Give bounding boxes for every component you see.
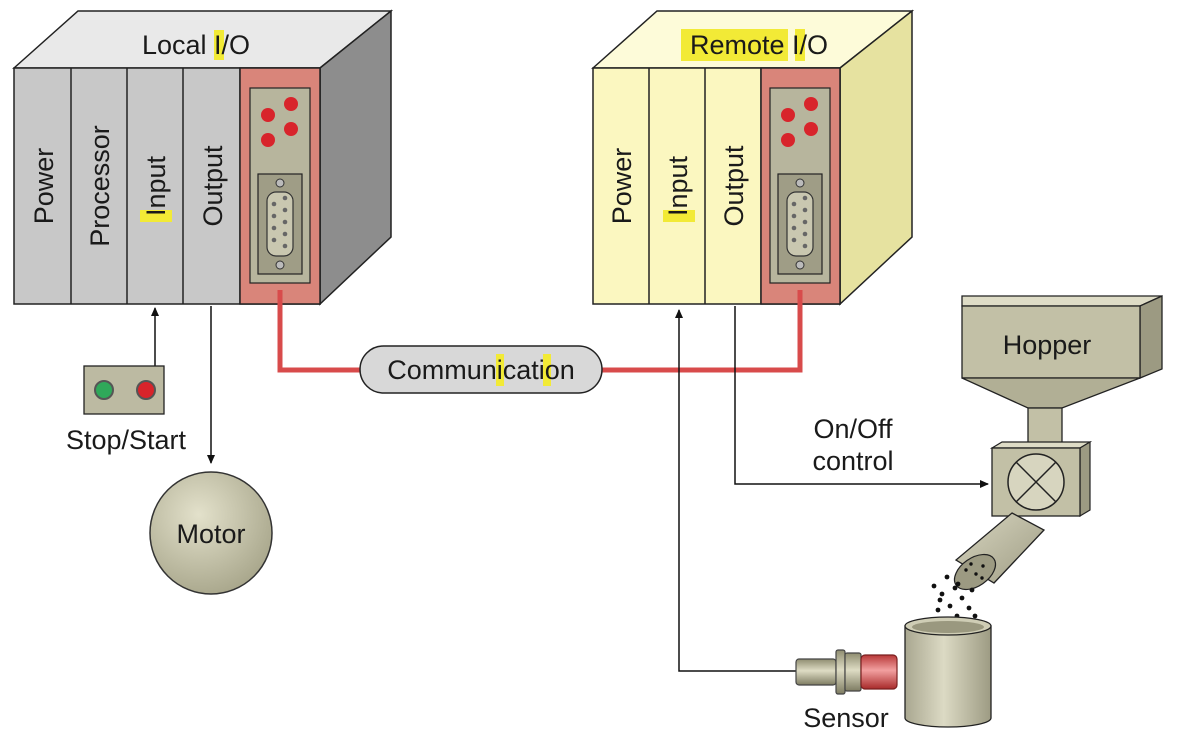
- stop-start-station: [83, 365, 165, 415]
- sensor-label: Sensor: [803, 703, 889, 733]
- remote-module-power: Power: [607, 148, 637, 225]
- remote-led-2: [804, 97, 818, 111]
- remote-module-output: Output: [719, 145, 749, 227]
- remote-led-3: [781, 133, 795, 147]
- proximity-sensor-icon: [795, 649, 898, 695]
- remote-io-rack: Remote I/O Power Input Output: [591, 9, 915, 306]
- remote-db9-connector-icon: [777, 173, 823, 275]
- remote-module-input: Input: [663, 155, 693, 216]
- local-input-highlight: [140, 210, 172, 222]
- stop-start-label: Stop/Start: [66, 425, 187, 455]
- local-db9-connector-icon: [257, 173, 303, 275]
- local-io-title: Local I/O: [142, 30, 250, 60]
- container-can: [904, 616, 992, 728]
- local-title-highlight: [214, 30, 224, 60]
- onoff-label-line2: control: [812, 446, 893, 476]
- communication-pill: [359, 345, 603, 394]
- remote-title-highlight-2: [795, 29, 805, 61]
- local-module-output: Output: [198, 145, 228, 227]
- remote-led-1: [781, 108, 795, 122]
- communication-label: Communication: [387, 355, 575, 385]
- local-io-rack: Local I/O Power Processor Input Output: [12, 9, 394, 306]
- remote-input-highlight: [663, 210, 695, 222]
- onoff-control-wire: [734, 306, 989, 488]
- stop-button-icon: [136, 380, 156, 400]
- remote-io-title: Remote I/O: [690, 30, 828, 60]
- nozzle: [953, 512, 1046, 591]
- local-module-processor: Processor: [85, 125, 115, 247]
- local-led-1: [261, 108, 275, 122]
- comm-highlight-2: [543, 354, 551, 386]
- motor-icon: [149, 471, 273, 595]
- hopper-box: [961, 305, 1141, 379]
- hopper-label: Hopper: [1003, 330, 1092, 360]
- remote-title-highlight-1: [681, 29, 788, 61]
- remote-led-4: [804, 122, 818, 136]
- onoff-label-line1: On/Off: [813, 414, 893, 444]
- local-module-power: Power: [29, 148, 59, 225]
- hopper-assembly: [953, 294, 1163, 591]
- local-led-4: [284, 122, 298, 136]
- comm-highlight-1: [496, 354, 504, 386]
- start-button-icon: [94, 380, 114, 400]
- motor-label: Motor: [176, 519, 245, 549]
- local-module-input: Input: [141, 155, 171, 216]
- valve-cross-icon: [1007, 453, 1065, 511]
- sensor-wire: [675, 309, 796, 672]
- local-led-3: [261, 133, 275, 147]
- local-led-2: [284, 97, 298, 111]
